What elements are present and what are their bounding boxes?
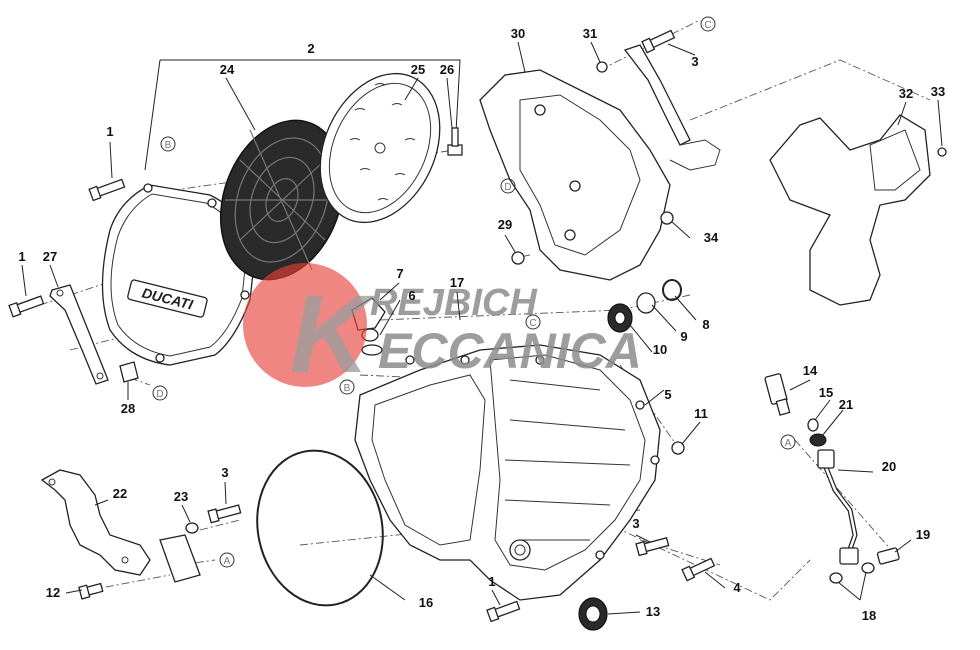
cover-bracket bbox=[49, 284, 139, 385]
callout-32: 32 bbox=[899, 86, 913, 101]
callout-23: 23 bbox=[174, 489, 188, 504]
small-parts bbox=[8, 29, 947, 631]
ref-marker-b-top: B bbox=[165, 140, 172, 151]
cover-gasket-oring bbox=[256, 449, 384, 607]
watermark-line-2: ECCANICA bbox=[378, 323, 642, 379]
callout-3: 3 bbox=[691, 54, 698, 69]
callout-33: 33 bbox=[931, 84, 945, 99]
callout-19: 19 bbox=[916, 527, 930, 542]
ref-marker-d-cover: D bbox=[504, 182, 511, 193]
callout-26: 26 bbox=[440, 62, 454, 77]
clutch-cover: DUCATI bbox=[101, 183, 256, 366]
callout-10: 10 bbox=[653, 342, 667, 357]
ref-marker-c-case: C bbox=[529, 318, 536, 329]
callout-17: 17 bbox=[450, 275, 464, 290]
callout-27: 27 bbox=[43, 249, 57, 264]
callout-29: 29 bbox=[498, 217, 512, 232]
callout-15: 15 bbox=[819, 385, 833, 400]
callout-7: 7 bbox=[396, 266, 403, 281]
callout-28: 28 bbox=[121, 401, 135, 416]
ref-marker-a-bracket: A bbox=[224, 556, 231, 567]
watermark-k-letter: K bbox=[290, 273, 377, 396]
callout-8: 8 bbox=[702, 317, 709, 332]
ref-marker-a-pipe: A bbox=[785, 438, 792, 449]
callout-34: 34 bbox=[704, 230, 719, 245]
callout-3: 3 bbox=[632, 516, 639, 531]
callout-2: 2 bbox=[307, 41, 314, 56]
callout-22: 22 bbox=[113, 486, 127, 501]
ref-marker-d-bracket: D bbox=[156, 389, 163, 400]
upper-guard-cover bbox=[479, 44, 721, 281]
callout-30: 30 bbox=[511, 26, 525, 41]
engine-side-cover bbox=[354, 344, 661, 601]
lower-bracket-22 bbox=[40, 469, 201, 583]
callout-25: 25 bbox=[411, 62, 425, 77]
callout-12: 12 bbox=[46, 585, 60, 600]
part-2-group-bracket bbox=[144, 59, 461, 171]
leader-lines bbox=[21, 41, 943, 615]
callout-9: 9 bbox=[680, 329, 687, 344]
callout-6: 6 bbox=[408, 288, 415, 303]
callout-labels: 1 1 1 2 3 3 3 4 5 6 7 8 9 10 11 12 13 14… bbox=[18, 26, 945, 623]
callout-3: 3 bbox=[221, 465, 228, 480]
temperature-sensor bbox=[764, 373, 791, 416]
clutch-cover-grid-disc bbox=[219, 119, 345, 281]
callout-20: 20 bbox=[882, 459, 896, 474]
callout-13: 13 bbox=[646, 604, 660, 619]
callout-18: 18 bbox=[862, 608, 876, 623]
callout-1: 1 bbox=[488, 574, 495, 589]
watermark: K REJBICH ECCANICA bbox=[243, 263, 642, 396]
side-guard-32 bbox=[769, 114, 931, 306]
callout-4: 4 bbox=[733, 580, 741, 595]
callout-11: 11 bbox=[694, 406, 708, 421]
callout-1: 1 bbox=[18, 249, 25, 264]
callout-16: 16 bbox=[419, 595, 433, 610]
callout-14: 14 bbox=[803, 363, 818, 378]
oil-pipe bbox=[817, 449, 859, 565]
callout-5: 5 bbox=[664, 387, 671, 402]
callout-31: 31 bbox=[583, 26, 597, 41]
reference-markers: B C D D B C A A bbox=[152, 16, 796, 568]
callout-1: 1 bbox=[106, 124, 113, 139]
callout-24: 24 bbox=[220, 62, 235, 77]
callout-21: 21 bbox=[839, 397, 853, 412]
ref-marker-b-case: B bbox=[344, 383, 351, 394]
vented-cover-plate bbox=[319, 72, 441, 224]
ref-marker-c-top: C bbox=[704, 20, 711, 31]
